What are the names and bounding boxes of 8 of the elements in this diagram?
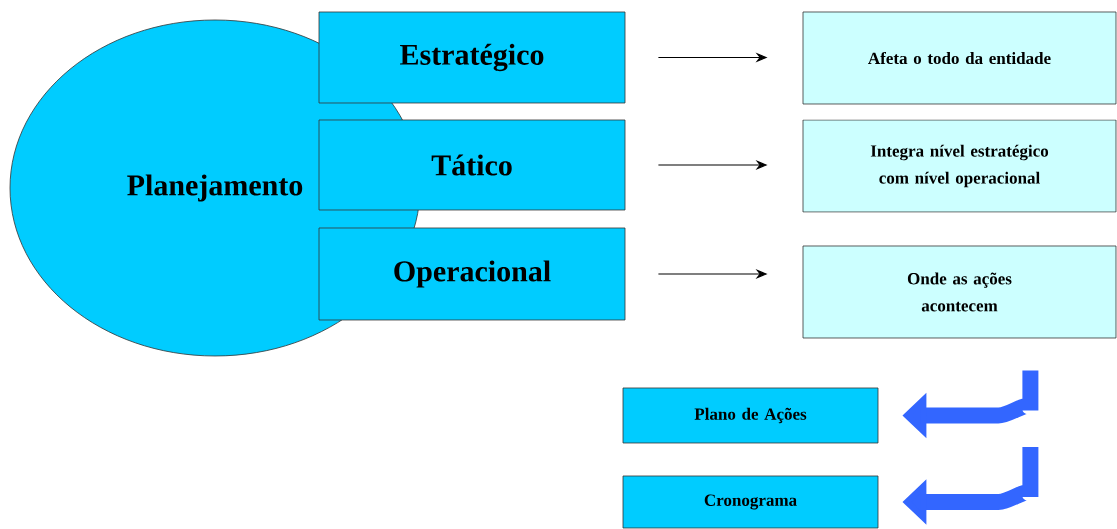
level-box: Estratégico: [318, 11, 626, 104]
description-box: Onde as ações acontecem: [802, 245, 1117, 339]
action-box: Cronograma: [622, 475, 879, 529]
level-box: Tático: [318, 119, 626, 211]
description-box: Afeta o todo da entidade: [802, 11, 1117, 105]
action-box: Plano de Ações: [622, 387, 879, 444]
description-box: Integra nível estratégico com nível operacional: [802, 119, 1117, 213]
level-box: Operacional: [318, 227, 626, 321]
